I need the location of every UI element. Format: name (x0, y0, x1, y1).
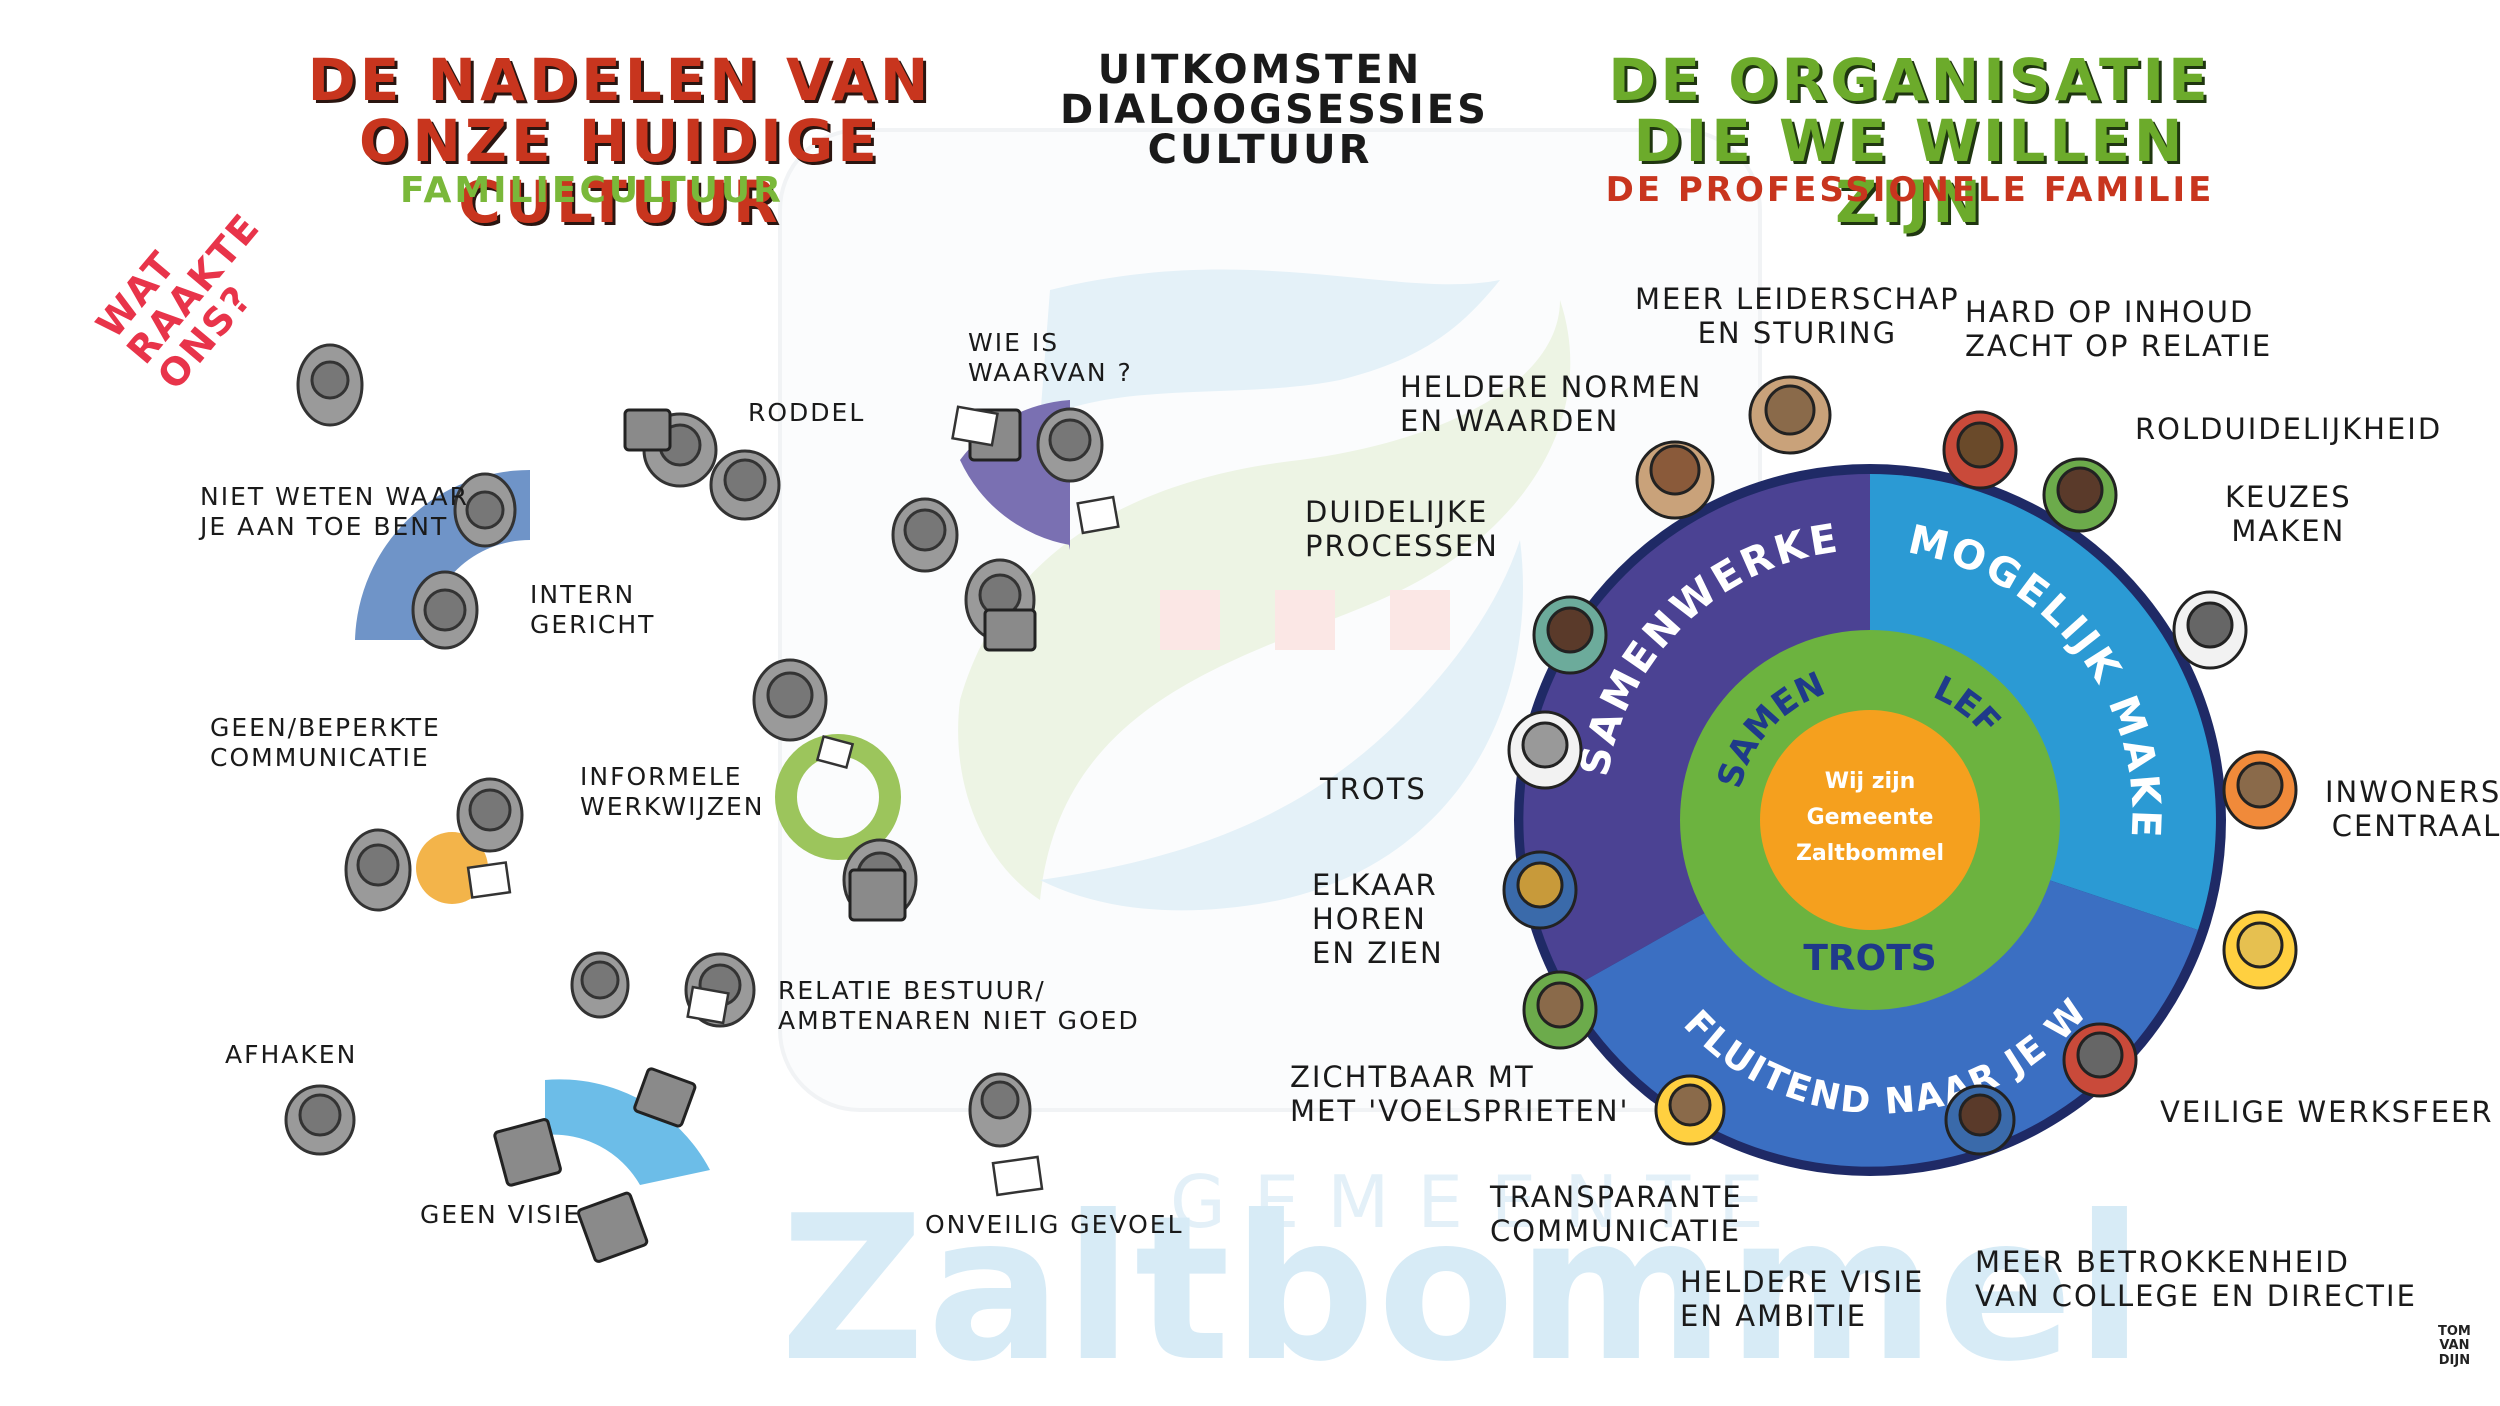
seated-people (1502, 375, 2298, 1156)
label-hard-line-2: ZACHT OP RELATIE (1965, 329, 2273, 364)
label-keuzes: KEUZES MAKEN (2225, 480, 2352, 548)
label-inwoners-line-1: INWONERS (2325, 775, 2500, 809)
label-relatie: RELATIE BESTUUR/ AMBTENAREN NIET GOED (778, 976, 1140, 1035)
center-title-line-2: DIALOOGSESSIES (1060, 87, 1489, 133)
label-elkaar-line-2: HOREN (1312, 902, 1427, 937)
right-subtitle: DE PROFESSIONELE FAMILIE (1605, 170, 2215, 210)
label-duidelijke: DUIDELIJKE PROCESSEN (1305, 495, 1499, 563)
watermark-swoosh-top (1040, 269, 1500, 420)
left-title-line-1: DE NADELEN VAN (307, 46, 933, 114)
label-transparante-line-1: TRANSPARANTE (1490, 1180, 1743, 1214)
label-intern-gericht: INTERN GERICHT (530, 580, 655, 639)
left-title: DE NADELEN VAN ONZE HUIDIGE CULTUUR (230, 50, 1010, 233)
label-trots: TROTS (1320, 772, 1427, 806)
label-niet-weten: NIET WETEN WAAR JE AAN TOE BENT (200, 482, 469, 541)
label-zichtbaar-line-2: MET 'VOELSPRIETEN' (1290, 1094, 1630, 1129)
ring-trots-label: TROTS (1803, 938, 1936, 979)
center-title-line-3: CULTUUR (1147, 127, 1373, 173)
label-hard-op-inhoud: HARD OP INHOUD ZACHT OP RELATIE (1965, 295, 2272, 363)
watermark-gemeente: GEMEENTE (1170, 1160, 1792, 1244)
left-illustrations (284, 343, 1120, 1263)
signature-line-3: DIJN (2438, 1352, 2471, 1368)
people-around-wheel (1502, 375, 2298, 1156)
label-inwoners-line-2: CENTRAAL (2331, 809, 2500, 844)
watermark-square-3 (1390, 590, 1450, 650)
label-transparante-line-2: COMMUNICATIE (1490, 1214, 1742, 1249)
label-hard-line-1: HARD OP INHOUD (1965, 295, 2255, 329)
label-inwoners: INWONERS CENTRAAL (2325, 775, 2500, 843)
center-line-3: Zaltbommel (1796, 841, 1944, 866)
label-zichtbaar-line-1: ZICHTBAAR MT (1290, 1060, 1535, 1094)
label-zichtbaar: ZICHTBAAR MT MET 'VOELSPRIETEN' (1290, 1060, 1630, 1128)
watermark-swoosh-green (958, 300, 1571, 900)
label-wie-is-line-1: WIE IS (968, 328, 1060, 357)
label-informele-line-1: INFORMELE (580, 762, 743, 791)
center-title-line-1: UITKOMSTEN (1097, 47, 1423, 93)
label-geen-beperkte: GEEN/BEPERKTE COMMUNICATIE (210, 713, 441, 772)
label-heldere-visie: HELDERE VISIE EN AMBITIE (1680, 1265, 1924, 1333)
chairs-group-left (493, 408, 1037, 1263)
center-title: UITKOMSTEN DIALOOGSESSIES CULTUUR (1060, 47, 1489, 173)
signature-line-1: TOM (2438, 1324, 2471, 1339)
watermark-swoosh-bottom (1040, 540, 1523, 911)
label-elkaar: ELKAAR HOREN EN ZIEN (1312, 868, 1444, 971)
label-onveilig: ONVEILIG GEVOEL (925, 1210, 1184, 1239)
papers-group-left (466, 405, 1120, 1197)
label-afhaken: AFHAKEN (225, 1040, 358, 1069)
label-meer-leiderschap: MEER LEIDERSCHAP EN STURING (1635, 282, 1960, 350)
label-duidelijke-line-1: DUIDELIJKE (1305, 495, 1489, 529)
artist-signature: TOM VAN DIJN (2438, 1324, 2471, 1368)
label-wie-is: WIE IS WAARVAN ? (968, 328, 1133, 387)
right-title-line-1: DE ORGANISATIE (1608, 46, 2212, 114)
left-subtitle: FAMILIECULTUUR (400, 170, 784, 211)
right-title: DE ORGANISATIE DIE WE WILLEN ZIJN (1560, 50, 2260, 233)
label-informele: INFORMELE WERKWIJZEN (580, 762, 764, 821)
label-meer-leiderschap-line-1: MEER LEIDERSCHAP (1635, 282, 1960, 316)
center-line-2: Gemeente (1807, 805, 1934, 830)
label-meer-betrokkenheid: MEER BETROKKENHEID VAN COLLEGE EN DIRECT… (1975, 1245, 2417, 1313)
watermark-square-1 (1160, 590, 1220, 650)
culture-wheel: SAMENWERKEN MOGELIJK MAKEN FLUITEND NAAR… (1440, 390, 2226, 1176)
label-intern-line-2: GERICHT (530, 609, 656, 639)
label-geen-beperkte-line-2: COMMUNICATIE (210, 742, 430, 772)
label-relatie-line-2: AMBTENAREN NIET GOED (778, 1005, 1140, 1035)
watermark-name: Zaltbommel (780, 1173, 2146, 1406)
label-roddel: RODDEL (748, 398, 866, 427)
label-keuzes-line-2: MAKEN (2231, 514, 2346, 549)
people-group-left (284, 343, 1104, 1156)
label-heldere-normen-line-2: EN WAARDEN (1400, 404, 1620, 439)
label-informele-line-2: WERKWIJZEN (580, 791, 765, 821)
label-duidelijke-line-2: PROCESSEN (1305, 529, 1499, 564)
label-wie-is-line-2: WAARVAN ? (968, 357, 1133, 387)
label-niet-weten-line-2: JE AAN TOE BENT (200, 511, 449, 541)
label-heldere-normen: HELDERE NORMEN EN WAARDEN (1400, 370, 1702, 438)
label-meer-betrokkenheid-line-1: MEER BETROKKENHEID (1975, 1245, 2351, 1279)
label-heldere-visie-line-2: EN AMBITIE (1680, 1299, 1868, 1334)
label-niet-weten-line-1: NIET WETEN WAAR (200, 482, 469, 511)
arc-geen-visie (545, 1079, 710, 1185)
label-meer-leiderschap-line-2: EN STURING (1697, 316, 1898, 351)
center-line-1: Wij zijn (1825, 769, 1916, 794)
label-veilige: VEILIGE WERKSFEER (2160, 1095, 2494, 1129)
label-rolduidelijkheid: ROLDUIDELIJKHEID (2135, 412, 2443, 446)
label-heldere-normen-line-1: HELDERE NORMEN (1400, 370, 1703, 404)
label-keuzes-line-1: KEUZES (2225, 480, 2352, 514)
signature-line-2: VAN (2439, 1338, 2470, 1354)
label-meer-betrokkenheid-line-2: VAN COLLEGE EN DIRECTIE (1975, 1279, 2417, 1314)
label-transparante: TRANSPARANTE COMMUNICATIE (1490, 1180, 1743, 1248)
label-relatie-line-1: RELATIE BESTUUR/ (778, 976, 1046, 1005)
label-elkaar-line-1: ELKAAR (1312, 868, 1438, 902)
wheel-center (1760, 710, 1980, 930)
arc-wie-is-waarvan-2 (960, 455, 1070, 545)
label-heldere-visie-line-1: HELDERE VISIE (1680, 1265, 1925, 1299)
label-intern-line-1: INTERN (530, 580, 636, 609)
right-title-line-2: DIE WE WILLEN ZIJN (1633, 106, 2187, 236)
label-geen-visie: GEEN VISIE (420, 1200, 582, 1229)
label-geen-beperkte-line-1: GEEN/BEPERKTE (210, 713, 441, 742)
left-title-line-2: ONZE HUIDIGE CULTUUR (359, 106, 881, 236)
label-elkaar-line-3: EN ZIEN (1312, 936, 1444, 971)
watermark-square-2 (1275, 590, 1335, 650)
